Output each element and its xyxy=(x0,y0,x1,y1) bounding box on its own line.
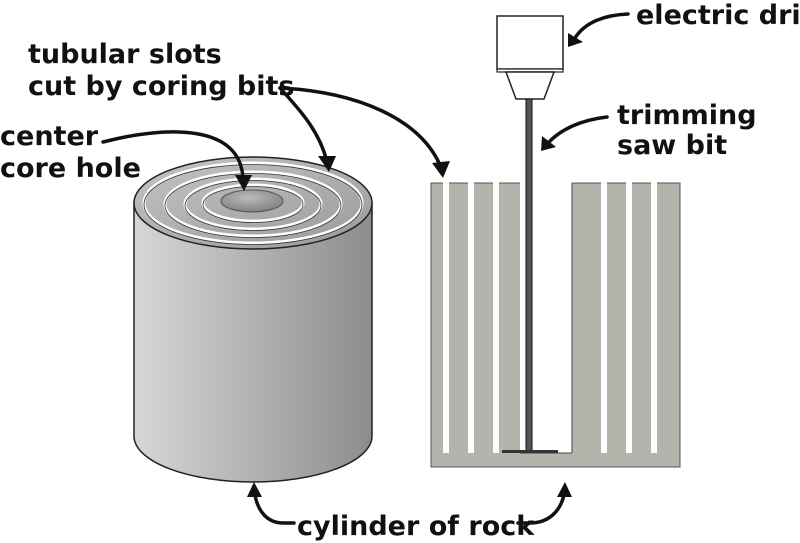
arrow-electric-drill xyxy=(568,12,630,47)
label-cylinder-of-rock: cylinder of rock xyxy=(297,511,535,542)
label-center-core-1: center xyxy=(0,121,99,152)
label-trimming-2: saw bit xyxy=(617,130,727,161)
arrow-cylinder-of-rock-right xyxy=(516,482,572,525)
label-center-core-2: core hole xyxy=(0,153,141,184)
arrow-trimming-saw xyxy=(541,115,609,151)
label-trimming-1: trimming xyxy=(617,100,757,131)
label-electric-drill: electric drill xyxy=(636,0,800,31)
cylinder-body xyxy=(133,202,373,483)
arrow-center-core-hole xyxy=(101,130,252,191)
slot-right-2 xyxy=(626,182,632,453)
label-tubular-slots-1: tubular slots xyxy=(28,39,222,70)
arrow-tubular-slots-to-cylinder xyxy=(278,86,336,172)
drill-chuck xyxy=(504,71,556,100)
rock-cylinder-3d xyxy=(133,156,373,483)
trimming-saw-blade xyxy=(502,450,558,453)
slot-left-2 xyxy=(468,182,474,453)
label-tubular-slots-2: cut by coring bits xyxy=(28,71,295,102)
arrow-tubular-slots-to-section xyxy=(278,86,450,178)
slot-right-1 xyxy=(601,182,607,453)
center-core-hole xyxy=(220,189,284,213)
rock-cross-section xyxy=(430,182,681,468)
arrow-cylinder-of-rock-left xyxy=(247,482,296,525)
slot-right-3 xyxy=(651,182,657,453)
trimming-saw-shaft xyxy=(525,98,533,453)
slot-left-1 xyxy=(443,182,449,453)
slot-left-3 xyxy=(493,182,499,453)
drill-motor xyxy=(496,15,564,70)
electric-drill xyxy=(496,15,564,453)
